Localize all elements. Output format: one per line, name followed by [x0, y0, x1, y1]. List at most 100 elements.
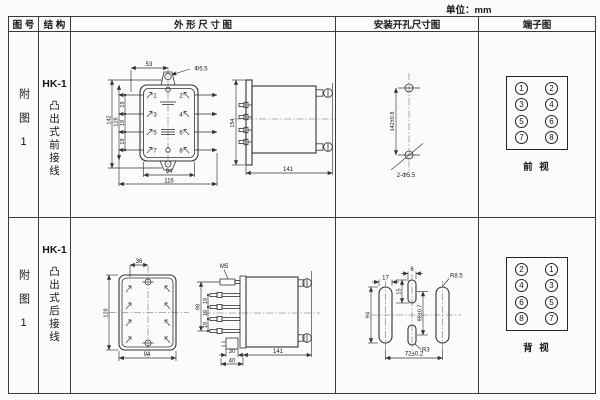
- mounting-cell-row1: 142±0.8 2-Φ5.5: [336, 32, 479, 218]
- radius-large-label: R8.5: [450, 274, 463, 280]
- header-structure: 结 构: [39, 17, 71, 32]
- mounting-slot-dimensions: 17 94 6 15 98±0.7 R8.5: [365, 267, 463, 361]
- dim-pitch-2: 19: [120, 120, 126, 126]
- hole-label: 2-Φ5.5: [397, 173, 416, 179]
- relay-front-internals: [160, 67, 176, 176]
- dim-height-inner: 128: [114, 117, 120, 126]
- front-view-dimensions: 53 Φ5.5 142 128 19 19 19 94: [106, 62, 218, 187]
- outline-cell-row1: 1 2 3 4 5 6 7 8 53 Φ5.5 142 128: [71, 32, 336, 218]
- view-caption-rear: 背 视: [523, 343, 551, 354]
- side-view-dimensions: 154 141: [230, 79, 333, 176]
- rear-terminal-studs: [209, 292, 241, 335]
- figure-no-cell-row1: 附图1: [9, 32, 39, 218]
- rear-side-dimensions: M5 98 19 19 19 30: [195, 264, 312, 367]
- dim-pitch-1: 19: [120, 101, 126, 107]
- terminal-circle: 6: [515, 295, 528, 309]
- front-view-drawing: 1 2 3 4 5 6 7 8 53 Φ5.5 142 128: [106, 62, 218, 187]
- dim-center-slot-height: 15: [396, 288, 402, 294]
- side-mounting-screws: [315, 83, 333, 161]
- dim-rear-pitch-1: 19: [203, 298, 209, 304]
- dim-side-depth: 141: [283, 167, 294, 173]
- side-view-drawing: 154 141: [230, 79, 335, 176]
- structure-label-row2: 凸出式后接线: [48, 266, 60, 344]
- header-outline: 外 形 尺 寸 图: [71, 17, 336, 32]
- back-terminal-symbols: [125, 285, 171, 344]
- terminal-diagram-front: 1 2 3 4 5 6 7 8: [506, 76, 568, 150]
- radius-small-label: R3: [422, 348, 430, 354]
- svg-text:4: 4: [179, 112, 183, 118]
- terminal-circle: 6: [545, 114, 558, 128]
- terminal-circle: 3: [515, 98, 528, 112]
- svg-text:2: 2: [179, 93, 183, 99]
- dim-height-outer: 142: [106, 115, 112, 124]
- dim-rear-pitch-3: 19: [203, 322, 209, 328]
- dim-top-width: 53: [146, 62, 153, 68]
- dimension-table: 图 号 结 构 外 形 尺 寸 图 安装开孔尺寸图 端子图 附图1 HK-1 凸…: [8, 16, 596, 394]
- relay-front-terminal-pins: [118, 92, 218, 154]
- svg-text:5: 5: [153, 130, 157, 136]
- terminal-circle: 4: [515, 279, 528, 293]
- terminal-circle: 8: [545, 130, 558, 144]
- terminal-circle: 7: [545, 311, 558, 325]
- relay-front-outline: [139, 71, 199, 171]
- header-figure-no: 图 号: [9, 17, 39, 32]
- terminal-circle: 8: [515, 311, 528, 325]
- dim-center-slot-width: 6: [410, 267, 414, 273]
- terminal-circle: 5: [545, 295, 558, 309]
- dim-foot-width: 30: [229, 349, 236, 355]
- dim-rear-depth: 141: [273, 349, 284, 355]
- mounting-slots-drawing: 17 94 6 15 98±0.7 R8.5: [365, 267, 463, 361]
- svg-text:1: 1: [153, 93, 157, 99]
- terminal-circle: 2: [545, 82, 558, 95]
- dim-back-width: 94: [144, 352, 151, 358]
- structure-cell-row2: HK-1 凸出式后接线: [39, 218, 71, 393]
- structure-cell-row1: HK-1 凸出式前接线: [39, 32, 71, 218]
- dim-slot-width: 17: [382, 276, 389, 282]
- terminal-circle: 7: [515, 130, 528, 144]
- dim-pitch-3: 19: [120, 138, 126, 144]
- dim-top-offset: 36: [136, 259, 143, 265]
- screw-label: M5: [220, 264, 229, 270]
- mounting-dimensions: 142±0.8 2-Φ5.5: [390, 87, 424, 179]
- dim-width-inner: 94: [166, 169, 173, 175]
- terminal-cell-row2: 2 1 4 3 6 5 8 7 背 视: [479, 218, 595, 393]
- dim-rear-height: 98: [195, 304, 201, 310]
- dim-back-height: 128: [103, 308, 109, 317]
- relay-back-outline: [109, 266, 189, 358]
- terminal-circle: 2: [515, 263, 528, 276]
- rear-side-view-drawing: M5 98 19 19 19 30: [195, 264, 320, 367]
- terminal-circle: 1: [545, 263, 558, 276]
- model-label-row2: HK-1: [42, 244, 67, 256]
- mounting-slots: [371, 274, 461, 350]
- terminal-circle: 4: [545, 98, 558, 112]
- mounting-holes: [398, 73, 420, 173]
- header-terminal: 端子图: [479, 17, 595, 32]
- outline-cell-row2: 36 128 94: [71, 218, 336, 393]
- svg-text:6: 6: [179, 130, 183, 136]
- terminal-numbers: 1 2 3 4 5 6 7 8: [153, 93, 183, 154]
- rear-mounting-screws: [297, 271, 312, 350]
- terminal-circle: 5: [515, 114, 528, 128]
- figure-no-cell-row2: 附图1: [9, 218, 39, 393]
- dim-center-spacing: 98±0.7: [417, 305, 423, 322]
- terminal-cell-row1: 1 2 3 4 5 6 7 8 前 视: [479, 32, 595, 218]
- back-view-drawing: 36 128 94: [103, 259, 189, 361]
- svg-text:3: 3: [153, 112, 157, 118]
- dim-width-outer: 116: [164, 179, 174, 185]
- mounting-cell-row2: 17 94 6 15 98±0.7 R8.5: [336, 218, 479, 393]
- header-mounting: 安装开孔尺寸图: [336, 17, 479, 32]
- dim-hole: Φ5.5: [194, 67, 208, 73]
- structure-label-row1: 凸出式前接线: [48, 100, 60, 178]
- mounting-holes-drawing: 142±0.8 2-Φ5.5: [390, 73, 424, 179]
- unit-label: 单位：mm: [446, 5, 492, 16]
- side-terminal-studs: [238, 101, 252, 146]
- figure-no-row1: 附图1: [17, 88, 30, 161]
- terminal-diagram-rear: 2 1 4 3 6 5 8 7: [506, 257, 568, 331]
- dim-slot-spacing: 72±0.2: [405, 352, 424, 358]
- model-label-row1: HK-1: [42, 78, 67, 90]
- terminal-circle: 1: [515, 82, 528, 95]
- relay-side-outline: [234, 79, 335, 166]
- svg-text:8: 8: [179, 148, 183, 154]
- back-view-dimensions: 36 128 94: [103, 259, 177, 361]
- dim-foot-depth: 40: [229, 359, 236, 365]
